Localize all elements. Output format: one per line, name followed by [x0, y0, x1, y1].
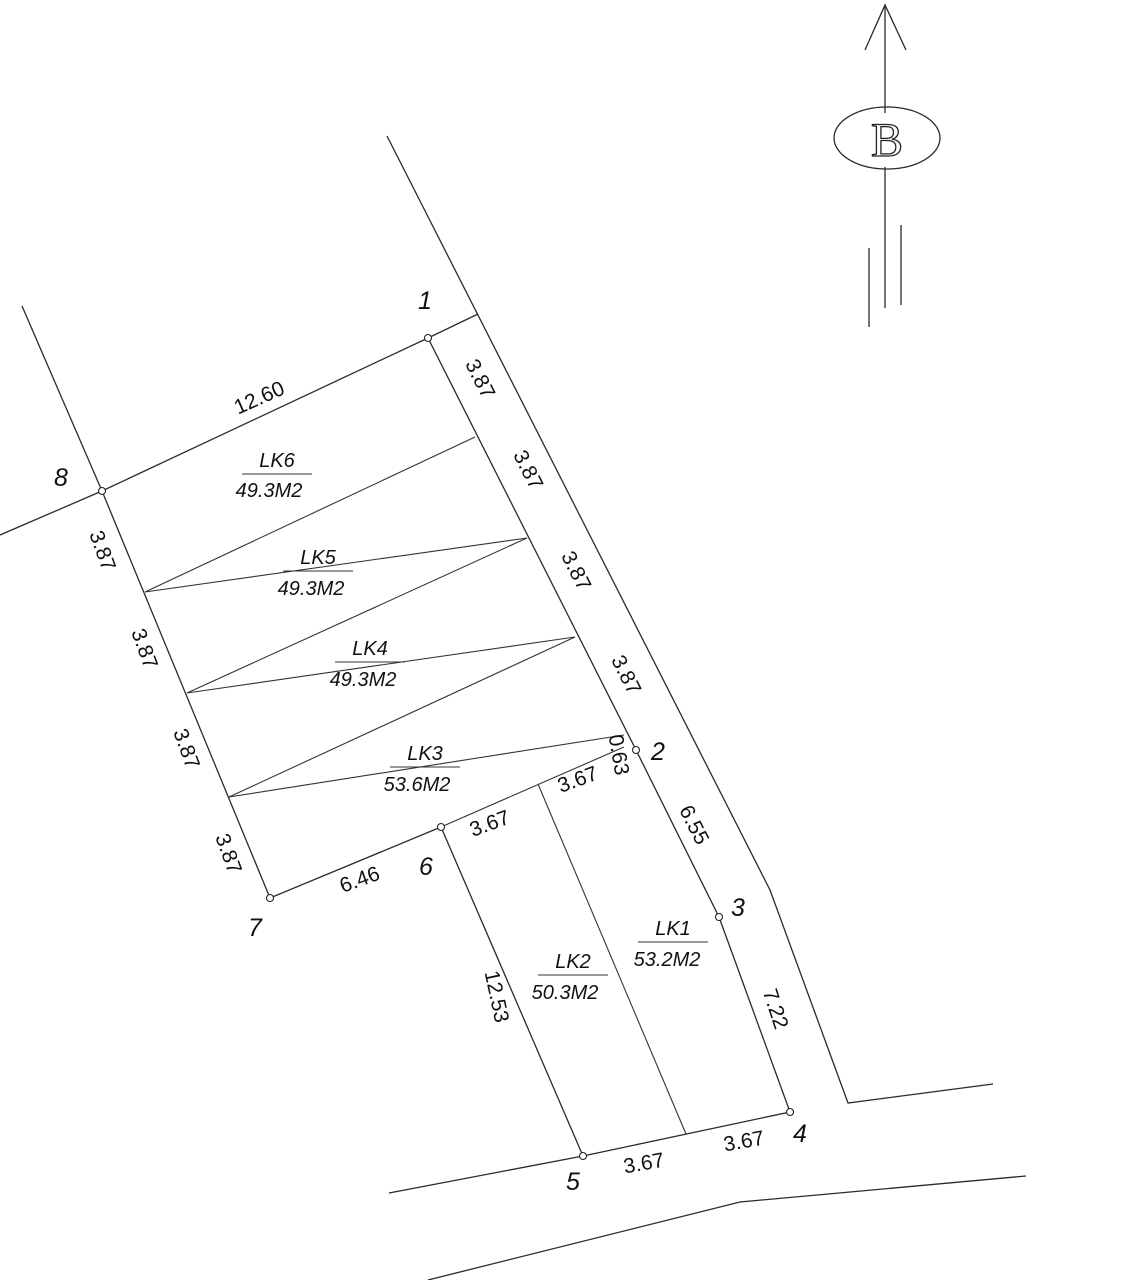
dim-right-4: 3.87 [606, 652, 645, 699]
vertex-4 [785, 1107, 795, 1117]
dim-5-6: 12.53 [480, 969, 513, 1025]
north-boundary-extension [427, 313, 479, 339]
dim-right-2: 3.87 [508, 447, 547, 494]
point-label-5: 5 [566, 1168, 580, 1196]
vertex-6 [436, 822, 446, 832]
point-label-2: 2 [650, 738, 665, 766]
lot-lk1: LK1 53.2M2 [634, 918, 708, 971]
west-boundary-extension [21, 305, 103, 492]
divider-lk5-lk4 [186, 636, 576, 694]
vertex-2 [631, 745, 641, 755]
lot-lk2-name: LK2 [555, 951, 591, 973]
dim-left-3: 3.87 [168, 726, 204, 772]
point-labels: 1 2 3 4 5 6 7 8 [54, 287, 807, 1196]
lot-lk6-name: LK6 [259, 450, 295, 472]
divider-lk5-top [186, 537, 528, 694]
vertex-7 [265, 893, 275, 903]
lot-lk5-name: LK5 [300, 547, 336, 569]
lot-lk4-name: LK4 [352, 638, 388, 660]
dim-left-1: 3.87 [84, 528, 120, 574]
lot-lk4-area: 49.3M2 [330, 669, 397, 691]
vertex-5 [578, 1151, 588, 1161]
parcel-boundary [101, 337, 791, 1157]
divider-lk2-lk1 [537, 783, 687, 1135]
north-letter: B [871, 114, 903, 167]
lot-lk1-area: 53.2M2 [634, 949, 701, 971]
dim-5-mid: 3.67 [622, 1149, 666, 1179]
dim-right-1: 3.87 [460, 356, 499, 403]
dim-mid-4: 3.67 [722, 1127, 766, 1157]
south-road-edge-lower [427, 1175, 1027, 1280]
point-label-8: 8 [54, 464, 68, 492]
dim-6-top: 3.67 [467, 806, 513, 842]
lot-lk2: LK2 50.3M2 [532, 951, 608, 1004]
point-label-7: 7 [248, 914, 263, 942]
divider-lk6-top [144, 436, 476, 593]
lot-lk3: LK3 53.6M2 [384, 743, 460, 796]
point-label-1: 1 [418, 287, 432, 315]
vertex-1 [423, 333, 433, 343]
divider-lk4-lk3 [228, 734, 625, 798]
dim-right-3: 3.87 [556, 548, 595, 595]
dim-left-4: 3.87 [210, 831, 246, 877]
lot-lk2-area: 50.3M2 [532, 982, 599, 1004]
dim-left-2: 3.87 [126, 626, 162, 672]
dim-lk2-top: 3.67 [555, 762, 601, 798]
lot-lk3-name: LK3 [407, 743, 443, 765]
lot-lk6: LK6 49.3M2 [236, 450, 312, 502]
north-ellipse [833, 106, 941, 170]
dim-2-3: 6.55 [674, 802, 713, 849]
point-label-4: 4 [793, 1120, 807, 1148]
point-label-3: 3 [731, 894, 745, 922]
lot-dividers [144, 436, 687, 1135]
lot-labels: LK6 49.3M2 LK5 49.3M2 LK4 49.3M2 LK3 53.… [236, 450, 708, 1004]
lot-lk4: LK4 49.3M2 [330, 638, 405, 691]
north-arrow-head [864, 3, 907, 51]
surrounding-lines [0, 135, 1027, 1280]
north-arrow: B [833, 3, 941, 327]
lot-lk6-area: 49.3M2 [236, 480, 303, 502]
dim-1-8: 12.60 [231, 377, 288, 419]
divider-lk3-lk2-lk1 [440, 746, 625, 828]
lot-lk5: LK5 49.3M2 [278, 547, 353, 600]
point-label-6: 6 [419, 853, 433, 881]
lot-lk3-area: 53.6M2 [384, 774, 451, 796]
south-west-boundary-extension [0, 490, 103, 536]
vertex-8 [97, 486, 107, 496]
vertex-3 [714, 912, 724, 922]
south-road-edge-left [388, 1155, 584, 1194]
vertex-markers [97, 333, 795, 1161]
lot-lk1-name: LK1 [655, 918, 691, 940]
east-road-edge [386, 135, 994, 1104]
divider-lk6-lk5 [144, 537, 528, 593]
dim-2-small: 0.63 [604, 733, 634, 777]
divider-lk4-top [228, 636, 576, 798]
dim-3-4: 7.22 [758, 986, 793, 1032]
lot-lk5-area: 49.3M2 [278, 578, 345, 600]
